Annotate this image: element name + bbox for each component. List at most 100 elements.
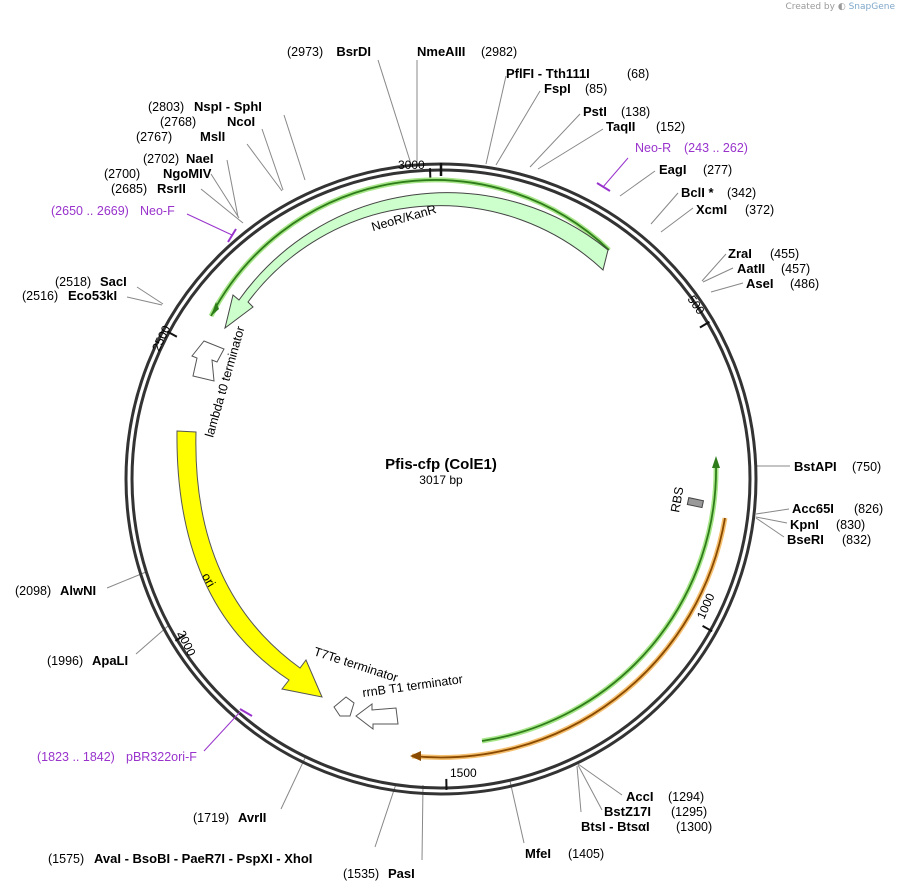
site-name: PstI [583, 104, 607, 119]
site-position: (2518) [55, 275, 91, 289]
site-position: (2973) [287, 45, 323, 59]
neor-line [210, 179, 610, 317]
site-name: BsrDI [336, 44, 371, 59]
site-position: (750) [852, 460, 881, 474]
site-position: (2803) [148, 100, 184, 114]
site-position: (2702) [143, 152, 179, 166]
site-position: (1719) [193, 811, 229, 825]
site-leader [377, 59, 412, 165]
site-leader [246, 143, 283, 192]
rrnb-terminator-arrow [355, 703, 399, 731]
site-name: FspI [544, 81, 571, 96]
tick-label-3000: 3000 [398, 158, 425, 172]
site-position: (1996) [47, 654, 83, 668]
site-leader [577, 764, 603, 811]
t7te-terminator-label: T7Te terminator [312, 645, 400, 685]
site-position: (1405) [568, 847, 604, 861]
site-name: BstZ17I [604, 804, 651, 819]
site-name: NaeI [186, 151, 213, 166]
site-name: XcmI [696, 202, 727, 217]
site-leader [280, 757, 306, 810]
pbr322ori-primer-mark [239, 708, 253, 717]
site-position: (152) [656, 120, 685, 134]
pbr322ori-primer-range: (1823 .. 1842) [37, 750, 115, 764]
lambda-terminator-label: lambda t0 terminator [202, 325, 247, 439]
site-position: (138) [621, 105, 650, 119]
site-position: (2700) [104, 167, 140, 181]
neo-f-primer-mark [227, 228, 237, 243]
site-leader [421, 784, 424, 861]
site-position: (2685) [111, 182, 147, 196]
site-leader [701, 253, 727, 282]
tick-2000 [174, 634, 186, 642]
site-leader [537, 128, 604, 170]
neo-r-primer-name: Neo-R [635, 141, 671, 155]
site-name: ZraI [728, 246, 752, 261]
cds-green-arrowhead [712, 456, 720, 468]
site-leader [576, 765, 582, 813]
restriction-site-labels: NmeAIII(2982)BsrDI(2973)PflFI - Tth111I(… [15, 44, 883, 881]
site-position: (2982) [481, 45, 517, 59]
site-name: MslI [200, 129, 225, 144]
snapgene-credit: Created by ◐ SnapGene [785, 2, 895, 12]
site-leader [135, 625, 169, 655]
site-leader [200, 188, 244, 224]
site-leader [136, 286, 164, 305]
site-leader [126, 296, 163, 306]
tick-2500 [166, 330, 178, 338]
site-position: (832) [842, 533, 871, 547]
site-position: (342) [727, 186, 756, 200]
t7te-terminator-arrow [333, 696, 355, 717]
site-position: (1575) [48, 852, 84, 866]
cds-orange-arrowhead [410, 751, 421, 761]
cds-green-line [481, 462, 717, 742]
neo-f-primer-leader [186, 213, 233, 236]
site-name: AatII [737, 261, 765, 276]
neor-line-arrowhead [211, 302, 219, 316]
pbr322ori-primer-leader [203, 711, 241, 752]
site-name: NcoI [227, 114, 255, 129]
site-leader [495, 90, 541, 166]
site-leader [226, 159, 239, 218]
site-name: RsrII [157, 181, 186, 196]
site-position: (826) [854, 502, 883, 516]
neo-r-primer-leader [602, 157, 629, 188]
site-leader [485, 75, 507, 165]
site-position: (2768) [160, 115, 196, 129]
rbs-box [686, 497, 705, 509]
site-leader [577, 763, 623, 796]
tick-500 [699, 321, 710, 329]
site-position: (1294) [668, 790, 704, 804]
site-position: (455) [770, 247, 799, 261]
ori-label: ori [199, 570, 218, 589]
site-position: (1295) [671, 805, 707, 819]
site-position: (85) [585, 82, 607, 96]
cds-orange-glow [411, 517, 728, 760]
pbr322ori-primer-name: pBR322ori-F [126, 750, 197, 764]
site-name: ApaLI [92, 653, 128, 668]
tick-label-2500: 2500 [149, 323, 173, 353]
site-position: (68) [627, 67, 649, 81]
lambda-terminator-arrow [191, 340, 225, 382]
site-name: AvrII [238, 810, 266, 825]
site-name: MfeI [525, 846, 551, 861]
site-leader [755, 508, 790, 515]
site-name: NmeAIII [417, 44, 465, 59]
tick-1000 [702, 625, 713, 633]
site-position: (2516) [22, 289, 58, 303]
site-position: (457) [781, 262, 810, 276]
plasmid-size: 3017 bp [419, 473, 463, 487]
site-name: PasI [388, 866, 415, 881]
site-leader [619, 170, 656, 197]
site-name: SacI [100, 274, 127, 289]
site-leader [509, 780, 525, 844]
site-name: AvaI - BsoBI - PaeR7I - PspXI - XhoI [94, 851, 312, 866]
site-position: (486) [790, 277, 819, 291]
neo-r-primer-range: (243 .. 262) [684, 141, 748, 155]
site-position: (2767) [136, 130, 172, 144]
tick-label-500: 500 [685, 293, 708, 318]
neo-f-primer-range: (2650 .. 2669) [51, 204, 129, 218]
site-name: AccI [626, 789, 653, 804]
site-leader [650, 192, 679, 225]
site-leader-lines [106, 59, 790, 861]
